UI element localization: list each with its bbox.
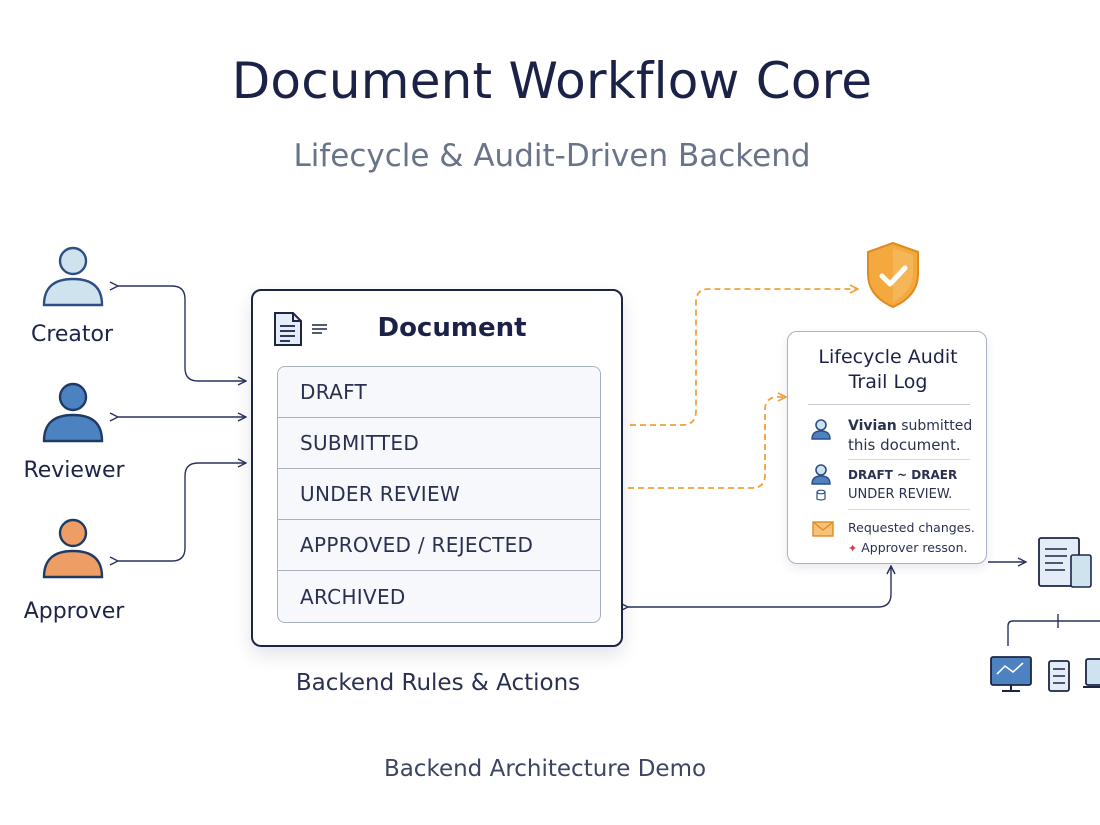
document-icon <box>274 312 302 346</box>
diagram-title: Document Workflow Core <box>231 52 873 110</box>
audit-entry-1-line2: this document. <box>848 436 961 454</box>
audit-entry-separator <box>848 459 970 460</box>
audit-entry-separator <box>848 509 970 510</box>
audit-title-line1: Lifecycle Audit <box>818 346 958 368</box>
tablet-icon <box>1038 537 1092 588</box>
audit-title-line2: Trail Log <box>848 371 928 393</box>
diagram-subtitle: Lifecycle & Audit-Driven Backend <box>293 138 811 174</box>
text-lines-icon <box>312 324 327 334</box>
document-card: Document DRAFT SUBMITTED UNDER REVIEW AP… <box>251 289 623 647</box>
audit-trail-card: Lifecycle Audit Trail Log Vivian submitt… <box>787 331 987 564</box>
creator-label: Creator <box>30 322 114 347</box>
audit-entry-3-text: Approver resson. <box>861 540 968 555</box>
audit-entry-1-action: submitted <box>901 418 973 434</box>
audit-entry-3-line1: Requested changes. <box>848 520 975 535</box>
reviewer-label: Reviewer <box>23 458 125 483</box>
document-title: Document <box>377 313 527 343</box>
audit-entry-1-line1: Vivian submitted <box>848 418 972 434</box>
state-under-review: UNDER REVIEW <box>278 469 600 520</box>
laptop-icon <box>1083 658 1100 688</box>
audit-connector <box>628 397 786 489</box>
state-approved-rejected: APPROVED / REJECTED <box>278 520 600 571</box>
audit-trail-title: Lifecycle Audit Trail Log <box>788 345 988 395</box>
audit-divider <box>808 404 970 405</box>
audit-entry-3-line2: ✦ Approver resson. <box>848 540 967 555</box>
state-archived: ARCHIVED <box>300 584 406 609</box>
server-icon <box>1048 660 1070 692</box>
bullet-icon: ✦ <box>848 542 858 555</box>
mail-entry-icon <box>812 521 834 537</box>
audit-entry-1-user: Vivian <box>848 418 897 434</box>
creator-connector <box>118 286 246 381</box>
device-tree <box>1007 614 1100 646</box>
audit-entry-2-line1: DRAFT ~ DRAER <box>848 468 958 482</box>
creator-user-icon <box>42 246 104 307</box>
state-submitted: SUBMITTED <box>278 418 600 469</box>
user-db-entry-icon <box>811 464 831 501</box>
monitor-icon <box>990 656 1032 692</box>
reviewer-user-icon <box>42 382 104 443</box>
backend-rules-caption: Backend Rules & Actions <box>295 670 581 696</box>
shield-check-icon <box>867 241 919 309</box>
approver-label: Approver <box>23 599 125 624</box>
footer-caption: Backend Architecture Demo <box>383 756 707 782</box>
state-draft: DRAFT <box>278 367 600 418</box>
device-group <box>990 537 1100 692</box>
user-entry-icon <box>811 419 831 440</box>
return-connector <box>628 566 891 607</box>
approver-connector <box>118 463 246 561</box>
audit-entry-2-line2: UNDER REVIEW. <box>848 487 953 502</box>
lifecycle-state-list: DRAFT SUBMITTED UNDER REVIEW APPROVED / … <box>277 366 601 623</box>
approver-user-icon <box>42 518 104 579</box>
